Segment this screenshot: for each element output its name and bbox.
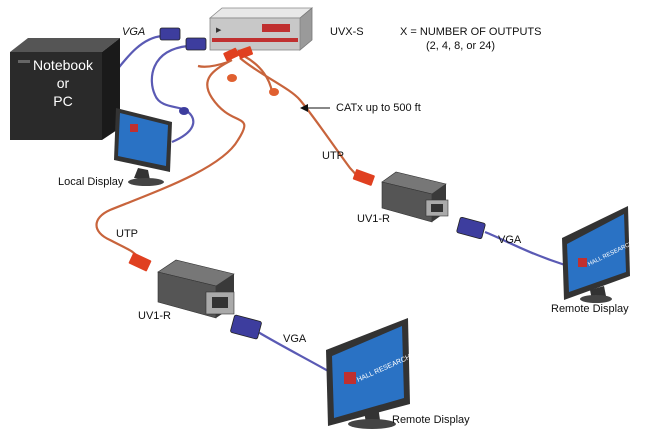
catx-label: CATx up to 500 ft	[336, 102, 421, 114]
remote-display-right: HALL RESEARCH	[562, 206, 635, 303]
computer-tower	[10, 38, 120, 140]
vga-cable-uv1r-bottom-to-display	[257, 331, 331, 373]
cable-ferrites	[179, 74, 279, 115]
remote-display-label-bottom: Remote Display	[392, 414, 470, 426]
computer-label: Notebook or PC	[26, 56, 100, 110]
remote-display-label-right: Remote Display	[551, 303, 629, 315]
outputs-label-line-1: X = NUMBER OF OUTPUTS	[400, 26, 542, 38]
utp-plugs-transmitter	[223, 46, 254, 62]
catx-pointer-arrow	[300, 104, 330, 112]
vga-connector-top-receiver	[456, 216, 486, 240]
local-display-monitor	[114, 108, 172, 186]
outputs-label-line-2: (2, 4, 8, or 24)	[426, 40, 496, 52]
vga-connector-pc	[159, 27, 207, 51]
uvx-s-label: UVX-S	[330, 26, 364, 38]
vga-cable-uv1r-top-to-display	[484, 230, 566, 267]
ferrite-cat-b	[269, 88, 279, 96]
ferrite-vga-local	[179, 107, 189, 115]
uv1-r-receiver-top	[352, 169, 449, 223]
utp-label-top: UTP	[322, 150, 344, 162]
catx-cable-to-bottom-receiver	[95, 59, 246, 263]
uvx-s-transmitter: ▶	[208, 7, 314, 51]
ferrite-cat-a	[227, 74, 237, 82]
vga-label-bottom: VGA	[283, 333, 307, 345]
vga-cable-uvx-to-local-display	[150, 44, 195, 144]
computer-label-line-1: Notebook	[33, 57, 93, 73]
vga-connector-bottom-receiver	[230, 314, 262, 340]
uv1-r-label-bottom: UV1-R	[138, 310, 172, 322]
computer-label-line-3: PC	[53, 93, 73, 109]
local-display-label: Local Display	[58, 176, 124, 188]
svg-text:▶: ▶	[216, 27, 222, 34]
utp-label-bottom: UTP	[116, 228, 138, 240]
uv1-r-label-top: UV1-R	[357, 213, 391, 225]
catx-cable-extra-b	[197, 60, 229, 68]
vga-label-pc: VGA	[122, 26, 146, 38]
computer-label-line-2: or	[56, 75, 70, 91]
vga-cables	[111, 34, 566, 373]
uv1-r-receiver-bottom	[128, 252, 235, 319]
catx-cable-extra-a	[243, 55, 274, 93]
remote-display-bottom: HALL RESEARCH	[326, 318, 412, 429]
vga-label-right: VGA	[498, 234, 522, 246]
